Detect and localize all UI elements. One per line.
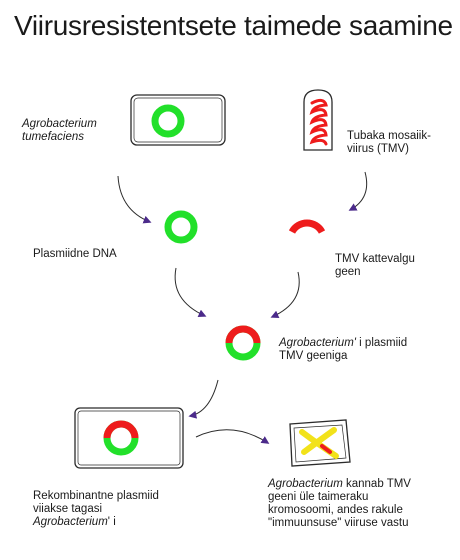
arrow-cell-to-plant xyxy=(195,429,270,444)
label-result: Agrobacterium kannab TMV geeni üle taime… xyxy=(268,478,411,529)
arrow-virus-to-gene xyxy=(348,171,368,211)
label-tmv-coat-gene: TMV kattevalgu geen xyxy=(335,253,415,278)
arrow-recombinant-to-cell xyxy=(188,379,219,419)
arrow-plasmid-to-recombinant xyxy=(174,267,207,317)
label-agrobacterium: Agrobacterium tumefaciens xyxy=(22,118,97,143)
label-recombinant-plasmid: Agrobacterium' i plasmiid TMV geeniga xyxy=(279,337,408,362)
label-returned-plasmid: Rekombinantne plasmiid viiakse tagasi Ag… xyxy=(33,490,159,528)
arrow-cell-to-plasmid xyxy=(117,175,152,224)
label-tmv: Tubaka mosaiik- viirus (TMV) xyxy=(347,130,431,155)
tmv-rna-helix xyxy=(309,98,328,146)
diagram-title: Viirusresistentsete taimede saamine xyxy=(14,10,453,41)
chromosome xyxy=(299,427,339,459)
cell-plasmid-ring xyxy=(151,104,185,138)
arrow-gene-to-recombinant xyxy=(270,271,300,318)
plant-cell xyxy=(289,419,351,467)
recombinant-plasmid xyxy=(225,325,261,361)
tmv-coat-gene-fragment xyxy=(288,219,326,234)
label-plasmid-dna: Plasmiidne DNA xyxy=(33,248,117,260)
agrobacterium-cell xyxy=(130,94,226,146)
tmv-virus xyxy=(303,89,333,151)
plasmid-dna-ring xyxy=(164,210,198,244)
recombinant-agrobacterium-cell xyxy=(74,407,184,469)
